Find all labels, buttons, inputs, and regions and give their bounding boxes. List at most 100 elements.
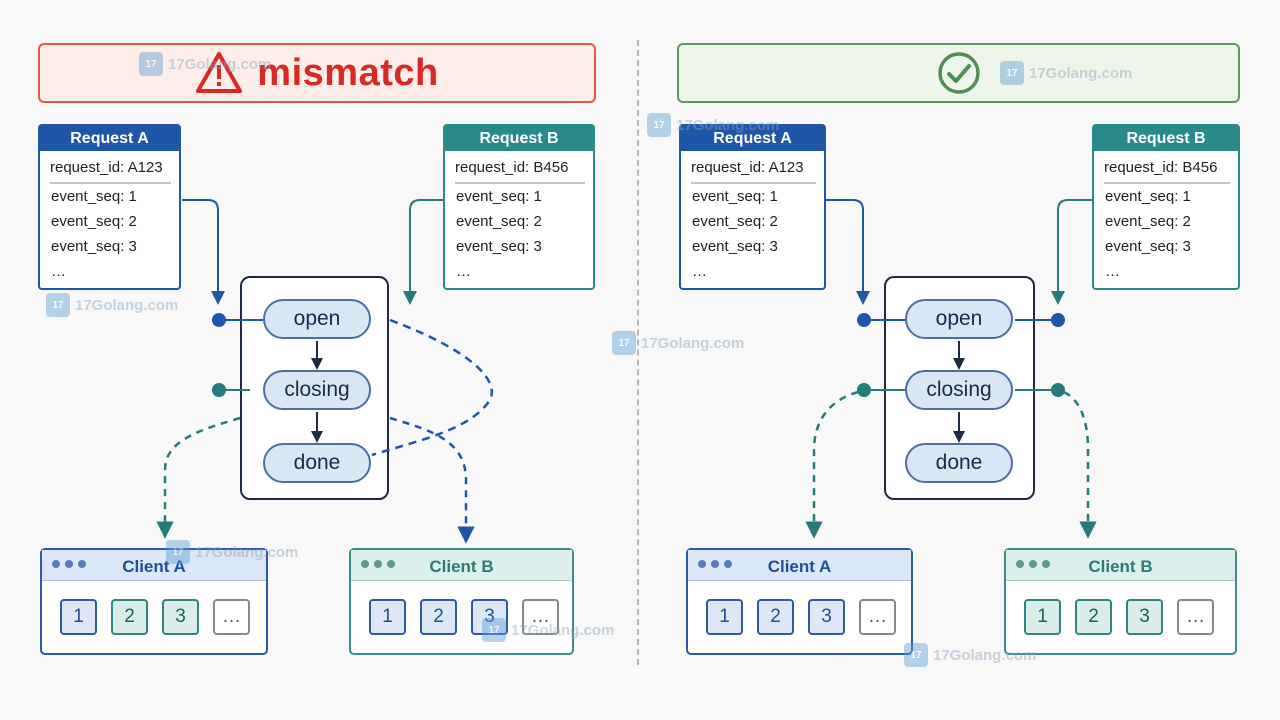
event-ellipsis: … (692, 263, 707, 280)
mismatch-label: mismatch (257, 51, 439, 94)
arrow-request-b-in (403, 199, 443, 305)
request-id-row: request_id: B456 (455, 159, 585, 184)
dashed-to-client-b (1063, 390, 1097, 539)
right-request-a: Request A request_id: A123 event_seq: 1 … (679, 124, 826, 290)
client-title: Client A (767, 557, 832, 576)
client-cells: 1 2 3 … (1006, 581, 1235, 635)
seq-cell-ellipsis: … (213, 599, 250, 635)
seq-cell: 1 (1024, 599, 1061, 635)
left-request-a: Request A request_id: A123 event_seq: 1 … (38, 124, 181, 290)
state-open: open (263, 299, 371, 339)
event-seq: event_seq: 1 (692, 188, 778, 205)
state-done: done (263, 443, 371, 483)
event-seq: event_seq: 3 (692, 238, 778, 255)
seq-cell: 1 (369, 599, 406, 635)
arrow-request-b-in (1051, 199, 1092, 305)
request-id-value: A123 (127, 159, 163, 176)
seq-cell: 3 (808, 599, 845, 635)
request-id-row: request_id: A123 (691, 159, 816, 184)
client-titlebar: Client A (42, 550, 266, 581)
right-client-a: Client A 1 2 3 … (686, 548, 913, 655)
request-id-label: request_id: (691, 159, 766, 176)
port-dot (857, 313, 871, 327)
event-ellipsis: … (1105, 263, 1120, 280)
client-titlebar: Client B (351, 550, 572, 581)
dashed-to-client-b (389, 416, 475, 544)
event-ellipsis: … (51, 263, 66, 280)
client-cells: 1 2 3 … (42, 581, 266, 635)
request-id-label: request_id: (455, 159, 530, 176)
watermark-logo-icon: 17 (1000, 61, 1024, 85)
request-id-value: B456 (1182, 159, 1218, 176)
request-id-row: request_id: A123 (50, 159, 171, 184)
seq-cell-ellipsis: … (1177, 599, 1214, 635)
request-title: Request B (445, 126, 593, 151)
left-client-a: Client A 1 2 3 … (40, 548, 268, 655)
event-seq: event_seq: 1 (456, 188, 542, 205)
seq-cell-ellipsis: … (859, 599, 896, 635)
warning-icon (196, 52, 243, 93)
watermark-logo-icon: 17 (482, 618, 506, 642)
event-seq: event_seq: 3 (1105, 238, 1191, 255)
state-closing: closing (905, 370, 1013, 410)
arrow-request-a-in (182, 199, 225, 305)
request-title: Request A (681, 126, 824, 151)
right-request-b: Request B request_id: B456 event_seq: 1 … (1092, 124, 1240, 290)
watermark-logo-icon: 17 (46, 293, 70, 317)
state-closing: closing (263, 370, 371, 410)
event-seq: event_seq: 1 (1105, 188, 1191, 205)
seq-cell: 3 (162, 599, 199, 635)
request-title: Request A (40, 126, 179, 151)
event-seq: event_seq: 1 (51, 188, 137, 205)
event-seq: event_seq: 2 (51, 213, 137, 230)
seq-cell: 2 (111, 599, 148, 635)
watermark-logo-icon: 17 (166, 540, 190, 564)
watermark-logo-icon: 17 (904, 643, 928, 667)
left-client-b: Client B 1 2 3 … (349, 548, 574, 655)
event-seq: event_seq: 2 (1105, 213, 1191, 230)
dashed-to-client-a (156, 416, 241, 539)
seq-cell: 2 (420, 599, 457, 635)
seq-cell: 2 (757, 599, 794, 635)
request-id-row: request_id: B456 (1104, 159, 1230, 184)
ok-banner (677, 43, 1240, 103)
seq-cell-ellipsis: … (522, 599, 559, 635)
client-cells: 1 2 3 … (688, 581, 911, 635)
window-dots (1016, 560, 1050, 568)
seq-cell: 2 (1075, 599, 1112, 635)
request-id-label: request_id: (50, 159, 125, 176)
event-seq: event_seq: 2 (692, 213, 778, 230)
watermark-logo-icon: 17 (612, 331, 636, 355)
check-circle-icon (937, 52, 980, 94)
port-dot (1051, 383, 1065, 397)
client-titlebar: Client A (688, 550, 911, 581)
watermark-logo-icon: 17 (647, 113, 671, 137)
state-done: done (905, 443, 1013, 483)
seq-cell: 1 (706, 599, 743, 635)
port-dot (212, 383, 226, 397)
client-title: Client A (122, 557, 186, 576)
client-cells: 1 2 3 … (351, 581, 572, 635)
dashed-to-client-a (805, 390, 859, 539)
panel-divider (637, 40, 639, 665)
request-id-value: A123 (768, 159, 804, 176)
client-titlebar: Client B (1006, 550, 1235, 581)
state-open: open (905, 299, 1013, 339)
event-ellipsis: … (456, 263, 471, 280)
event-seq: event_seq: 3 (456, 238, 542, 255)
request-id-value: B456 (533, 159, 569, 176)
cross-wire-blue (371, 318, 493, 457)
client-title: Client B (1088, 557, 1153, 576)
port-dot (212, 313, 226, 327)
port-dot (857, 383, 871, 397)
window-dots (52, 560, 86, 568)
event-seq: event_seq: 3 (51, 238, 137, 255)
event-seq: event_seq: 2 (456, 213, 542, 230)
window-dots (698, 560, 732, 568)
request-id-label: request_id: (1104, 159, 1179, 176)
